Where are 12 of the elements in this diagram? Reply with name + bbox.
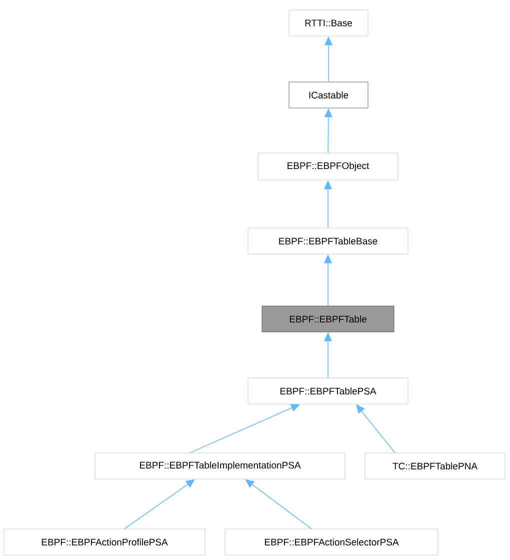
class-box: EBPF::EBPFTablePSA bbox=[248, 378, 408, 404]
class-box: ICastable bbox=[288, 82, 368, 108]
class-box: EBPF::EBPFTable bbox=[262, 306, 394, 332]
class-box: EBPF::EBPFTableBase bbox=[248, 228, 408, 254]
class-box: EBPF::EBPFTableImplementationPSA bbox=[94, 452, 346, 480]
class-box: EBPF::EBPFObject bbox=[258, 152, 398, 180]
inheritance-arrow bbox=[124, 479, 195, 530]
class-box: TC::EBPFTablePNA bbox=[364, 452, 506, 480]
class-box: EBPF::EBPFActionSelectorPSA bbox=[224, 528, 438, 556]
class-box: EBPF::EBPFActionProfilePSA bbox=[4, 528, 206, 556]
inheritance-arrow bbox=[245, 479, 312, 530]
class-box: RTTI::Base bbox=[288, 10, 368, 36]
